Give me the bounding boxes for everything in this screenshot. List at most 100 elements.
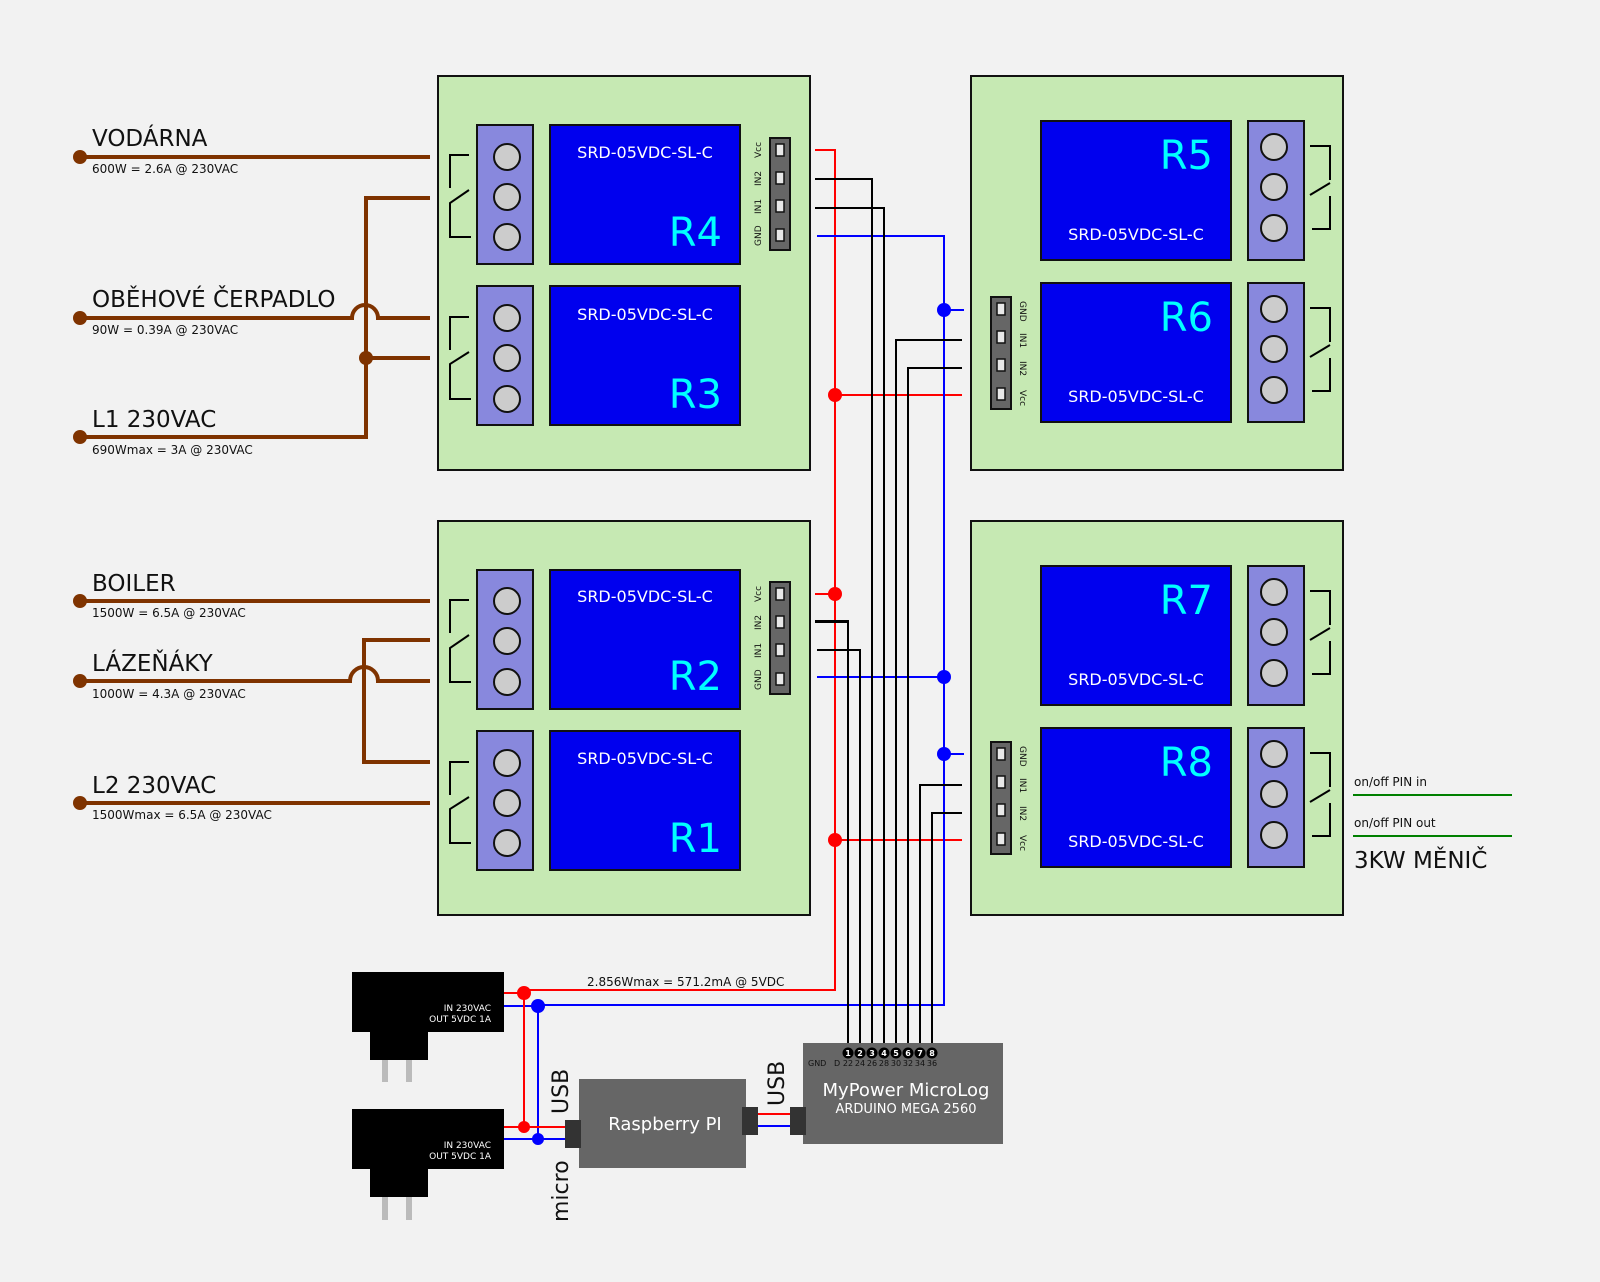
inverter-title: 3KW MĚNIČ [1354, 846, 1487, 874]
screw-r4-3 [493, 223, 521, 251]
arduino-pin-number: 8 [929, 1049, 935, 1058]
arduino-pin-number: 7 [917, 1049, 923, 1058]
pin-in2 [775, 615, 785, 629]
psu-body [352, 1109, 504, 1169]
psu-label-out: OUT 5VDC 1A [429, 1152, 492, 1162]
arduino-body [803, 1043, 1003, 1144]
relay-name-r5: R5 [1160, 133, 1213, 179]
load-title-lazenaky: LÁZEŇÁKY [92, 649, 214, 677]
screw-r8-3 [1260, 821, 1288, 849]
screw-r4-1 [493, 143, 521, 171]
screw-r1-2 [493, 789, 521, 817]
screw-r6-3 [1260, 376, 1288, 404]
plug-prong [382, 1196, 388, 1220]
pin-label-in2: IN2 [754, 615, 764, 630]
relay-board-r5-r6: R5 SRD-05VDC-SL-C R6 SRD-05VDC-SL-C GND … [970, 75, 1344, 471]
switch-symbol-r4 [449, 154, 471, 238]
psu-plug [370, 1030, 428, 1060]
pin-vcc [996, 832, 1006, 846]
screw-r2-1 [493, 587, 521, 615]
arduino-pin-number: 4 [881, 1049, 887, 1058]
pin-label-vcc: Vcc [754, 586, 764, 602]
micro-usb-port [565, 1120, 581, 1148]
wire-signal-5 [895, 339, 962, 1050]
terminal-dot-cerpadlo [73, 311, 87, 325]
arduino-pin-number: 3 [869, 1049, 875, 1058]
arduino-pin-4 [878, 1047, 890, 1059]
relay-model-r6: SRD-05VDC-SL-C [1068, 387, 1204, 406]
pin-in1 [775, 643, 785, 657]
relay-board-r2-r1: SRD-05VDC-SL-C R2 SRD-05VDC-SL-C R1 Vcc … [437, 520, 811, 916]
pin-label-in2: IN2 [1017, 806, 1027, 821]
pin-gnd [996, 302, 1006, 316]
pin-label-vcc: Vcc [754, 142, 764, 158]
psu-top: IN 230VAC OUT 5VDC 1A [352, 972, 545, 1082]
arduino-title: MyPower MicroLog [823, 1080, 990, 1101]
signal-wiring: 2.856Wmax = 571.2mA @ 5VDC [524, 149, 964, 1050]
pin-label-in1: IN1 [754, 199, 764, 214]
terminal-dot-vodarna [73, 150, 87, 164]
relay-name-r3: R3 [669, 372, 722, 418]
pin-label-in1: IN1 [1017, 333, 1027, 348]
psu-body [352, 972, 504, 1032]
arduino-pin-digital: 30 [891, 1059, 901, 1068]
pin-header-r4-r3 [769, 137, 791, 251]
arduino-pin-number: 6 [905, 1049, 911, 1058]
junction-vcc [828, 833, 842, 847]
arduino-pin-1 [842, 1047, 854, 1059]
relay-model-r7: SRD-05VDC-SL-C [1068, 670, 1204, 689]
terminal-dot-boiler [73, 594, 87, 608]
pin-label-vcc: Vcc [1017, 835, 1027, 851]
arduino-pin-number: 2 [857, 1049, 863, 1058]
relay-model-r2: SRD-05VDC-SL-C [577, 587, 713, 606]
pin-label-in2: IN2 [1017, 361, 1027, 376]
wire-signal-8 [931, 812, 962, 1050]
pin-header-r5-r6 [990, 296, 1012, 410]
relay-name-r1: R1 [669, 816, 722, 862]
wire-l1 [80, 196, 430, 439]
pin-in1 [996, 775, 1006, 789]
relay-model-r8: SRD-05VDC-SL-C [1068, 832, 1204, 851]
pin-in2 [775, 171, 785, 185]
switch-symbol-r7 [1309, 590, 1331, 675]
terminal-dot-lazenaky [73, 674, 87, 688]
junction-vcc [828, 587, 842, 601]
junction-gnd [937, 747, 951, 761]
pin-label-in1: IN1 [1017, 778, 1027, 793]
arduino-pin-number: 1 [845, 1049, 851, 1058]
wire-signal-6 [907, 367, 962, 1050]
pin-label-gnd: GND [1017, 301, 1027, 322]
load-title-boiler: BOILER [92, 571, 176, 597]
screw-r5-1 [1260, 133, 1288, 161]
arduino-gnd-label: GND [808, 1059, 826, 1068]
relay-r6 [1040, 282, 1232, 423]
relay-board-r7-r8: R7 SRD-05VDC-SL-C R8 SRD-05VDC-SL-C GND … [970, 520, 1344, 916]
pin-gnd [775, 672, 785, 686]
raspberry-pi: Raspberry PI USB micro USB [549, 1061, 792, 1222]
ac-wiring: VODÁRNA 600W = 2.6A @ 230VAC OBĚHOVÉ ČER… [73, 124, 430, 822]
relay-name-r8: R8 [1160, 740, 1213, 786]
arduino-pin-digital: 22 [843, 1059, 853, 1068]
wire-signal-3 [815, 178, 873, 1050]
relay-name-r6: R6 [1160, 295, 1213, 341]
arduino-d-label: D [834, 1059, 840, 1068]
relay-model-r4: SRD-05VDC-SL-C [577, 143, 713, 162]
pin-vcc [996, 387, 1006, 401]
load-title-vodarna: VODÁRNA [92, 124, 208, 152]
junction-gnd [532, 1133, 544, 1145]
pin-label-vcc: Vcc [1017, 390, 1027, 406]
relay-name-r7: R7 [1160, 578, 1213, 624]
inverter-pin-out-label: on/off PIN out [1354, 816, 1436, 830]
load-title-cerpadlo: OBĚHOVÉ ČERPADLO [92, 285, 336, 313]
inverter-connection: on/off PIN in on/off PIN out 3KW MĚNIČ [1353, 775, 1512, 874]
arduino-pin-8 [926, 1047, 938, 1059]
arduino-pin-5 [890, 1047, 902, 1059]
relay-r3 [549, 285, 741, 426]
load-spec-boiler: 1500W = 6.5A @ 230VAC [92, 606, 246, 620]
pin-in2 [996, 358, 1006, 372]
plug-prong [406, 1058, 412, 1082]
wire-gnd-bus [538, 235, 945, 1006]
pin-in1 [996, 330, 1006, 344]
screw-r5-2 [1260, 173, 1288, 201]
